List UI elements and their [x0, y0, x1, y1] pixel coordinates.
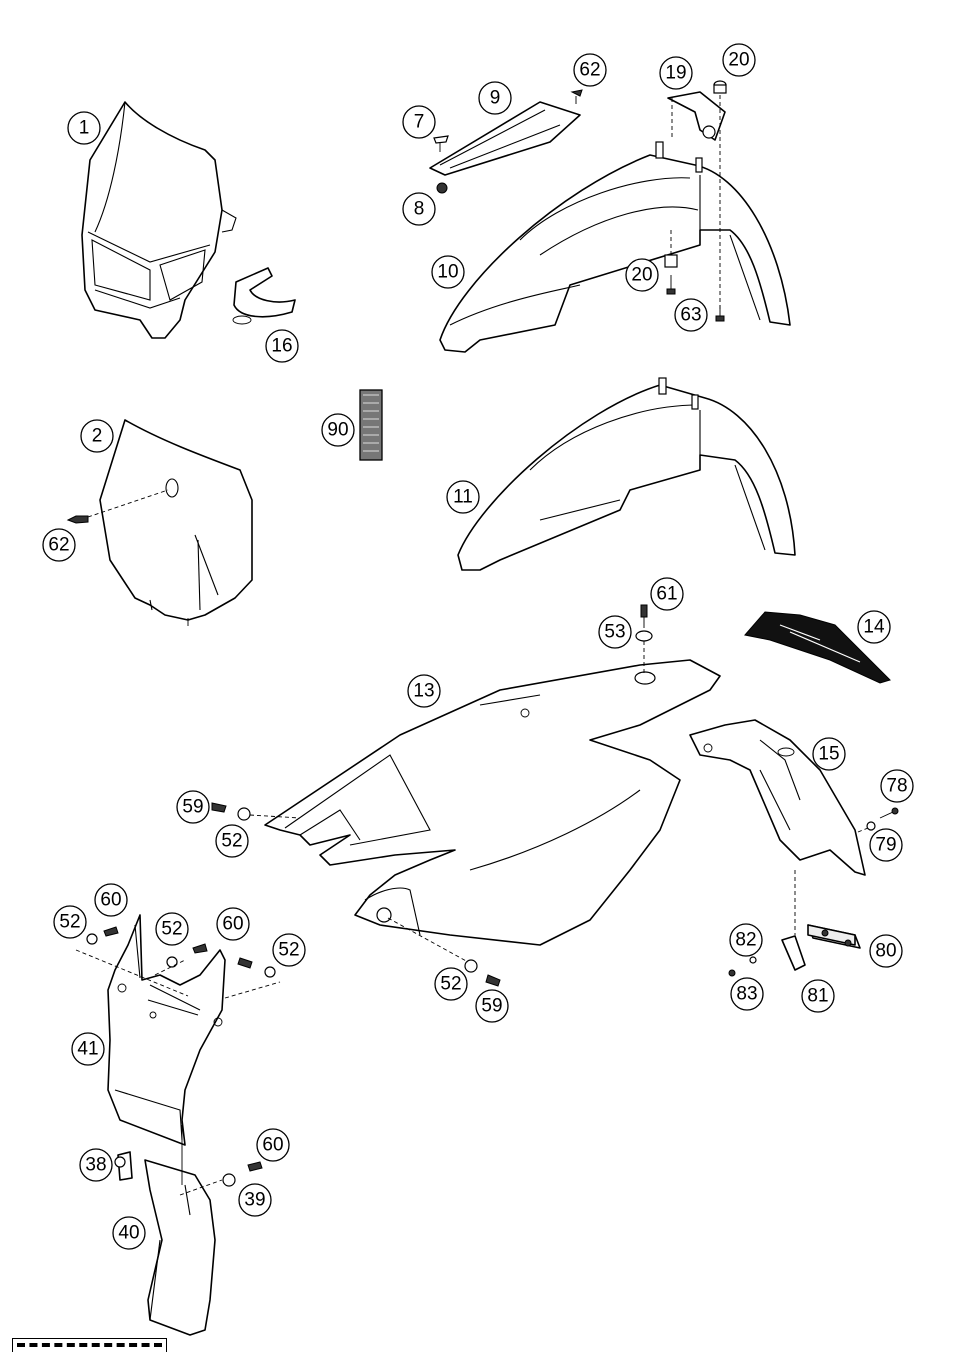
callout-c52e: 52: [434, 967, 468, 1001]
callout-c39: 39: [238, 1183, 272, 1217]
callout-c41: 41: [71, 1032, 105, 1066]
callout-c59b: 59: [475, 989, 509, 1023]
callout-label: 9: [490, 88, 501, 109]
part-mud-flap: [117, 1151, 216, 1336]
callout-c9: 9: [478, 81, 512, 115]
callout-c61: 61: [650, 577, 684, 611]
callout-c79: 79: [869, 828, 903, 862]
callout-label: 60: [222, 914, 243, 935]
callout-c11: 11: [446, 480, 480, 514]
callout-label: 20: [728, 50, 749, 71]
callout-label: 52: [161, 919, 182, 940]
callout-label: 62: [579, 60, 600, 81]
callout-label: 19: [665, 63, 686, 84]
callout-c60b: 60: [216, 907, 250, 941]
callout-c2: 2: [80, 419, 114, 453]
callout-c83: 83: [730, 977, 764, 1011]
callout-c20b: 20: [625, 258, 659, 292]
callout-c14: 14: [857, 610, 891, 644]
part-taillight: [744, 611, 891, 684]
callout-label: 38: [85, 1155, 106, 1176]
callout-label: 11: [453, 487, 473, 508]
part-rear-bracket: [689, 719, 866, 876]
callout-c1: 1: [67, 111, 101, 145]
callout-c60a: 60: [94, 883, 128, 917]
callout-label: 14: [863, 617, 885, 638]
callout-label: 16: [271, 336, 292, 357]
callout-c60c: 60: [256, 1128, 290, 1162]
callout-c52b: 52: [53, 905, 87, 939]
callout-c82: 82: [729, 923, 763, 957]
callout-c52a: 52: [215, 824, 249, 858]
callout-label: 40: [118, 1223, 139, 1244]
callout-label: 10: [437, 262, 458, 283]
callout-label: 90: [327, 420, 348, 441]
hardware: [66, 80, 899, 1196]
callout-label: 39: [244, 1190, 265, 1211]
callout-label: 81: [807, 986, 828, 1007]
callout-c52c: 52: [155, 912, 189, 946]
callout-c15: 15: [812, 737, 846, 771]
callout-label: 52: [59, 912, 80, 933]
callout-c80: 80: [869, 934, 903, 968]
callout-c7: 7: [402, 105, 436, 139]
callout-label: 60: [100, 890, 121, 911]
callout-c16: 16: [265, 329, 299, 363]
part-front-fender-alt: [457, 377, 796, 571]
page-frame-mark: [12, 1338, 167, 1352]
callout-label: 80: [875, 941, 896, 962]
part-front-fender: [439, 141, 791, 353]
callout-label: 83: [736, 984, 757, 1005]
callout-label: 63: [680, 305, 701, 326]
part-side-panel: [264, 659, 721, 946]
callout-label: 52: [278, 940, 299, 961]
callout-label: 2: [92, 426, 103, 447]
callout-label: 41: [77, 1039, 98, 1060]
callout-c59a: 59: [176, 790, 210, 824]
callout-label: 8: [414, 199, 425, 220]
callout-label: 15: [818, 744, 839, 765]
part-headlight-mask: [81, 101, 237, 339]
callout-c62a: 62: [573, 53, 607, 87]
callout-label: 20: [631, 265, 652, 286]
callout-c90: 90: [321, 413, 355, 447]
callout-c81: 81: [801, 979, 835, 1013]
part-fender-insert: [429, 101, 581, 176]
callout-label: 59: [182, 797, 203, 818]
callout-c13: 13: [407, 674, 441, 708]
callout-c53: 53: [598, 615, 632, 649]
callout-label: 59: [481, 996, 502, 1017]
callout-c40: 40: [112, 1216, 146, 1250]
callout-c52d: 52: [272, 933, 306, 967]
callout-c20a: 20: [722, 43, 756, 77]
callout-label: 1: [79, 118, 90, 139]
callout-label: 79: [875, 835, 896, 856]
part-fender-bracket: [667, 91, 726, 141]
callout-c38: 38: [79, 1148, 113, 1182]
part-bracket: [232, 267, 296, 325]
part-reflector: [359, 389, 383, 461]
callout-c78: 78: [880, 769, 914, 803]
callout-label: 60: [262, 1135, 283, 1156]
callout-c62b: 62: [42, 528, 76, 562]
callout-label: 78: [886, 776, 907, 797]
callout-label: 61: [656, 584, 677, 605]
callout-label: 53: [604, 622, 625, 643]
callout-c10: 10: [431, 255, 465, 289]
callout-label: 7: [414, 112, 425, 133]
callout-c19: 19: [659, 56, 693, 90]
callout-label: 52: [221, 831, 242, 852]
callout-c8: 8: [402, 192, 436, 226]
callout-label: 52: [440, 974, 461, 995]
callout-label: 62: [48, 535, 69, 556]
callout-c63: 63: [674, 298, 708, 332]
callout-label: 13: [413, 681, 434, 702]
part-number-plate: [99, 419, 253, 626]
part-plate-holder: [781, 924, 861, 971]
callout-label: 82: [735, 930, 756, 951]
part-rear-mudguard: [107, 914, 226, 1146]
